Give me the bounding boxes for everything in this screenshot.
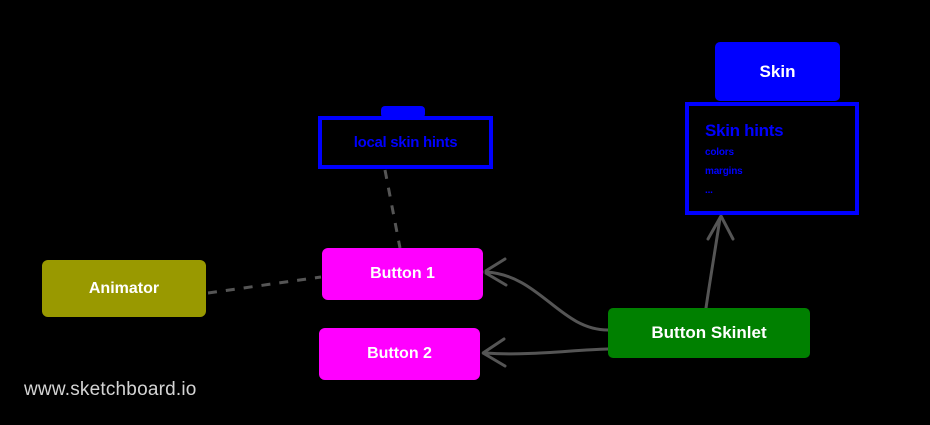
node-skin-hints-item-margins: margins	[705, 166, 743, 177]
node-skin-hints-item-ellipsis: ...	[705, 185, 713, 196]
connector-button-skinlet-to-button2	[483, 347, 610, 356]
node-button2-label: Button 2	[367, 345, 432, 362]
arrowhead-button2	[481, 337, 507, 368]
arrowhead-button1	[482, 257, 508, 287]
connector-button-skinlet-to-skin-hints	[704, 216, 722, 310]
node-animator-label: Animator	[88, 279, 160, 297]
node-button2[interactable]: Button 2	[319, 328, 480, 380]
node-skin-hints-item-colors: colors	[705, 147, 734, 158]
node-button-skinlet[interactable]: Button Skinlet	[608, 308, 810, 358]
node-local-skin-hints-label: local skin hints	[353, 134, 458, 151]
node-skin-hints[interactable]: Skin hints colors margins ...	[685, 102, 859, 215]
local-skin-hints-tab-icon	[381, 106, 425, 118]
arrowhead-skin-hints	[706, 214, 735, 241]
connector-local-skin-hints-to-button1	[383, 169, 402, 249]
connector-animator-to-button1	[207, 275, 322, 295]
node-local-skin-hints[interactable]: local skin hints	[318, 116, 493, 169]
node-animator[interactable]: Animator	[42, 260, 206, 317]
node-skin-hints-title: Skin hints	[705, 121, 784, 140]
connector-button-skinlet-to-button1	[484, 270, 610, 332]
node-skin[interactable]: Skin	[715, 42, 840, 101]
node-button-skinlet-label: Button Skinlet	[651, 323, 767, 342]
node-button1[interactable]: Button 1	[322, 248, 483, 300]
node-skin-label: Skin	[759, 61, 796, 81]
node-button1-label: Button 1	[370, 265, 435, 282]
watermark: www.sketchboard.io	[24, 379, 197, 400]
